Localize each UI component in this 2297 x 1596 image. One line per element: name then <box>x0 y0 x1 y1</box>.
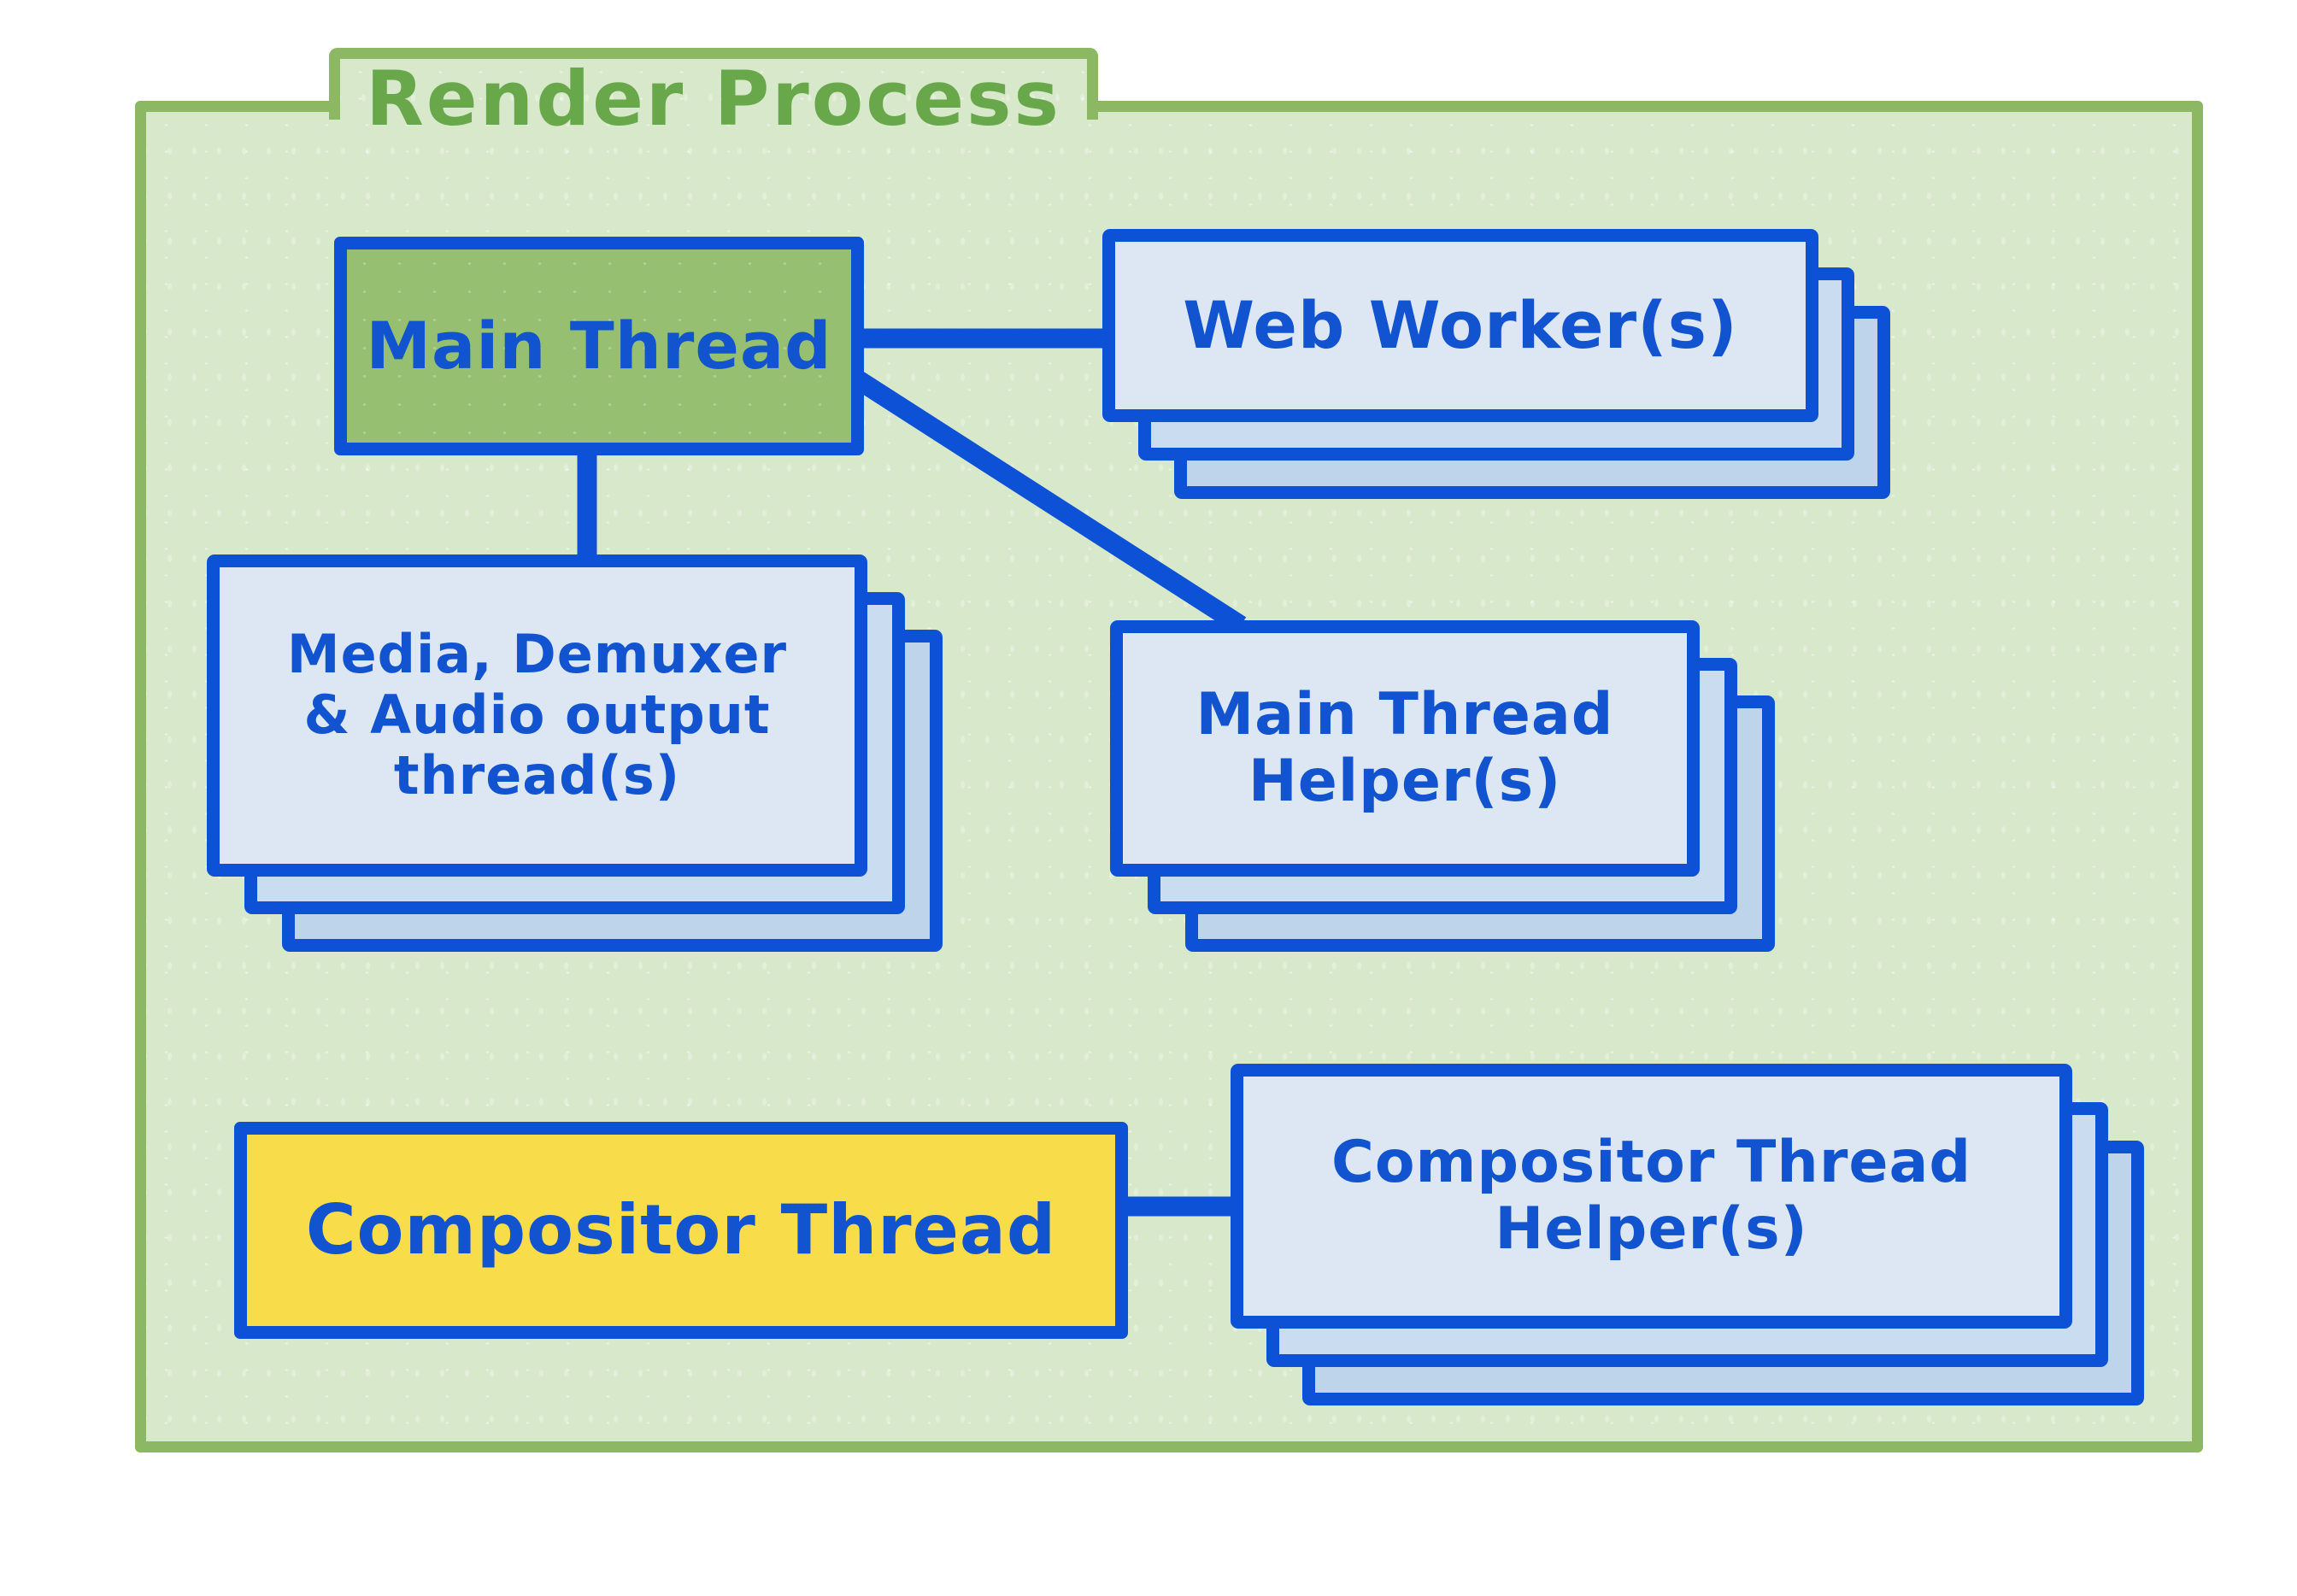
main-thread-helpers-node <box>1110 620 1700 877</box>
render-process-tab <box>329 48 1098 120</box>
media-threads-label: Media, Demuxer & Audio output thread(s) <box>286 623 788 807</box>
web-workers-node <box>1102 229 1818 422</box>
main-thread-node <box>334 237 864 455</box>
compositor-helpers-label: Compositor Thread Helper(s) <box>1331 1129 1972 1263</box>
compositor-helpers-node <box>1231 1064 2072 1329</box>
diagram-title: Render Process <box>366 55 1061 143</box>
main-thread-label: Main Thread <box>366 307 832 384</box>
compositor-thread-label: Compositor Thread <box>305 1190 1057 1270</box>
media-threads-node <box>207 554 867 877</box>
web-workers-label: Web Worker(s) <box>1183 286 1738 363</box>
main-thread-helpers-label: Main Thread Helper(s) <box>1195 681 1614 815</box>
compositor-thread-node <box>234 1122 1128 1339</box>
